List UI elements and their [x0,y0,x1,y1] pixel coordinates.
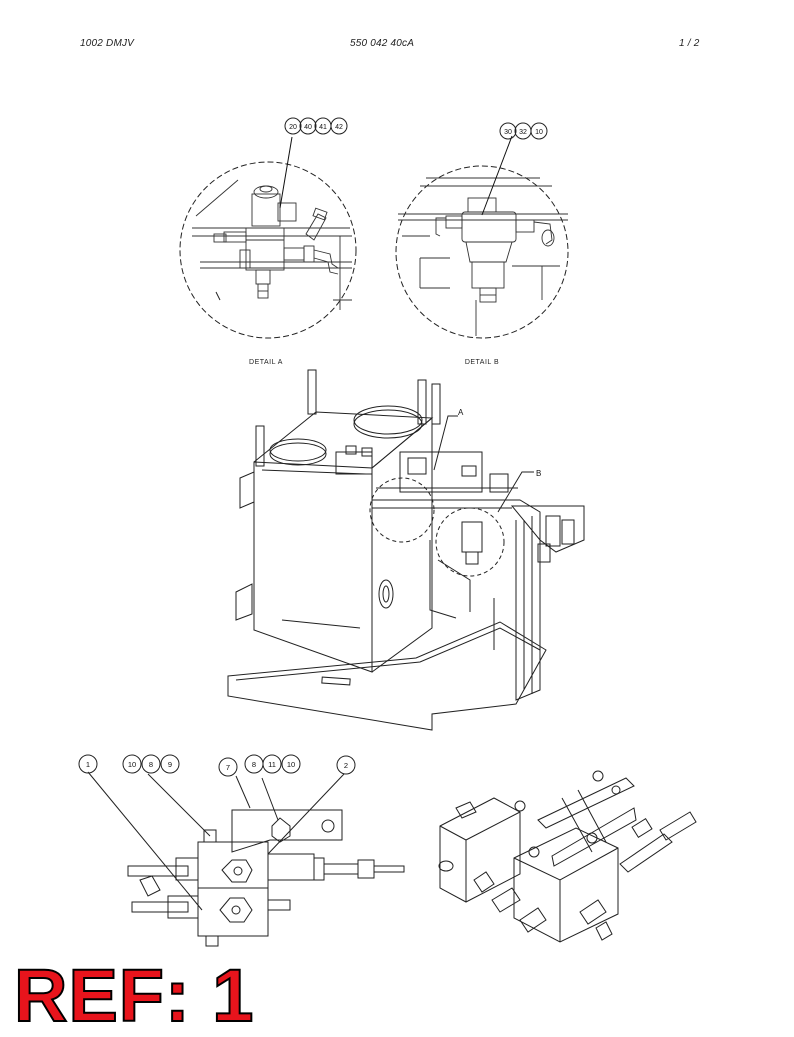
callout-a-4: 42 [335,124,343,131]
callout-b-1: 30 [504,129,512,136]
callout-3: 7 [226,763,230,772]
callout-5: 2 [344,761,348,770]
detail-b-label: DETAIL B [465,359,499,366]
callout-a-3: 41 [319,124,327,131]
ref-stamp: REF: 1 [13,954,255,1037]
callout-4c: 10 [287,760,295,769]
valve-block-isometric-view [438,770,697,943]
detail-a-circle [179,161,357,339]
bottom-callouts: 1 10 8 9 7 8 11 10 2 [78,754,356,777]
callout-b-3: 10 [535,129,543,136]
header-document-number: 550 042 40cA [350,38,415,49]
callout-b-2: 32 [519,129,527,136]
main-assembly: A B [227,369,585,731]
header-page-number: 1 / 2 [679,38,700,49]
detail-b-circle [395,165,569,339]
detail-b-callouts: 30 32 10 [499,122,548,140]
callout-2a: 10 [128,760,136,769]
callout-a-1: 20 [289,124,297,131]
header-left-code: 1002 DMJV [80,38,135,49]
callout-4b: 11 [268,760,276,769]
callout-4a: 8 [252,760,256,769]
detail-a: DETAIL A 20 40 41 42 [179,117,357,366]
assembly-marker-a: A [458,408,464,417]
detail-a-label: DETAIL A [249,359,283,366]
detail-b: DETAIL B 30 32 10 [395,122,569,366]
callout-1: 1 [86,760,90,769]
callout-2b: 8 [149,760,153,769]
callout-a-2: 40 [304,124,312,131]
callout-2c: 9 [168,760,172,769]
valve-block-left-view [87,771,405,947]
assembly-marker-b: B [536,469,541,478]
detail-a-callouts: 20 40 41 42 [284,117,348,135]
